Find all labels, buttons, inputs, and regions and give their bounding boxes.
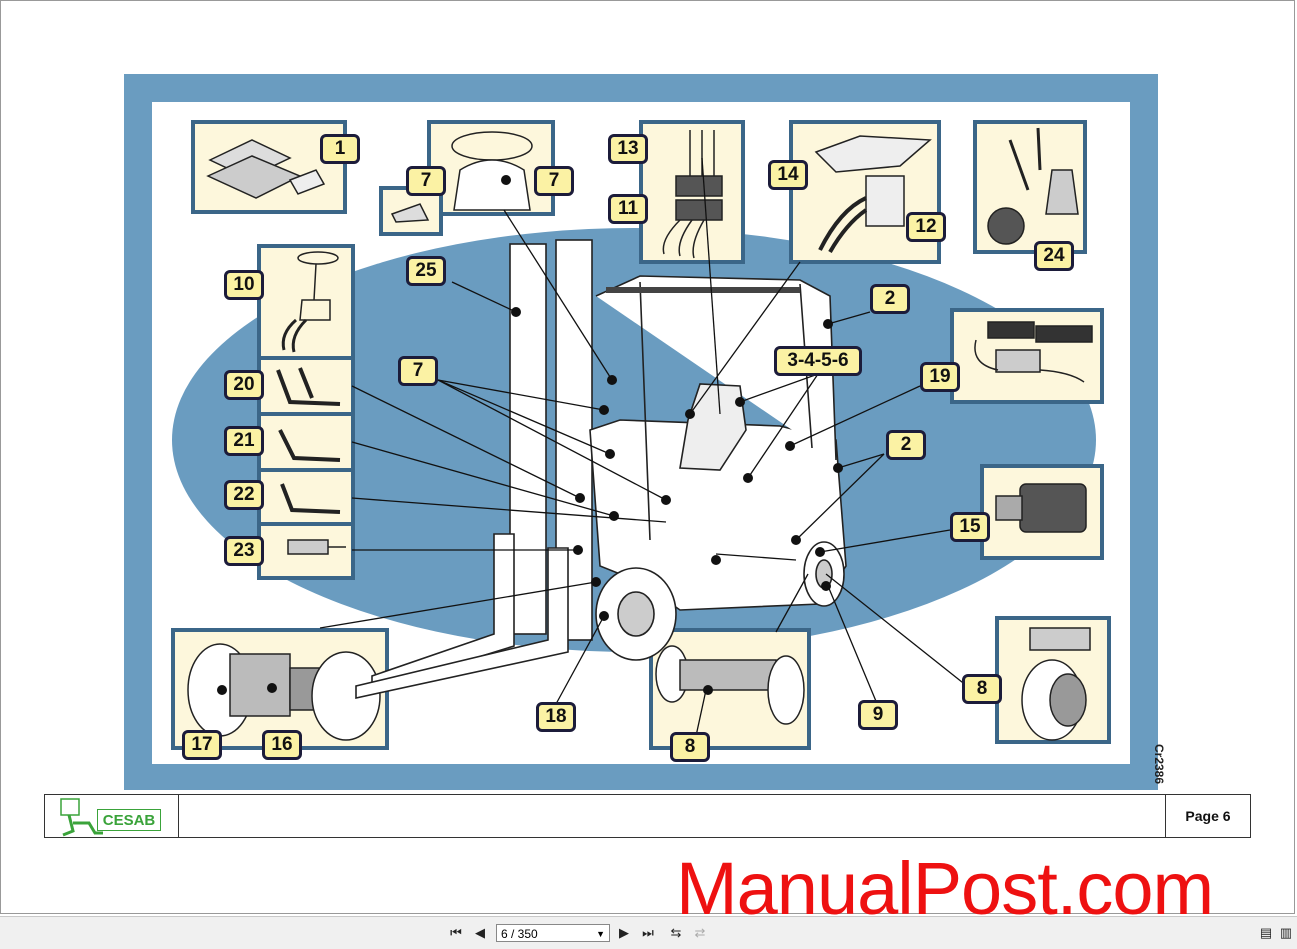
panel-steering-column (257, 244, 355, 360)
callout-1: 1 (320, 134, 360, 164)
callout-2: 2 (870, 284, 910, 314)
callout-9: 9 (858, 700, 898, 730)
page-frame (0, 0, 1295, 914)
pdf-toolbar: ⏮ ◀ 6 / 350 ▼ ▶ ⏭ ⇆ ⇄ ▤ ▥ (0, 916, 1297, 949)
callout-15: 15 (950, 512, 990, 542)
chevron-down-icon: ▼ (596, 929, 605, 939)
callout-8: 8 (670, 732, 710, 762)
callout-17: 17 (182, 730, 222, 760)
last-page-icon[interactable]: ⏭ (642, 925, 654, 940)
next-page-icon[interactable]: ▶ (619, 925, 629, 940)
callout-21: 21 (224, 426, 264, 456)
forward-view-icon[interactable]: ⇄ (694, 925, 706, 940)
page-selector[interactable]: 6 / 350 ▼ (496, 924, 610, 942)
mast-left (509, 243, 547, 635)
callout-8: 8 (962, 674, 1002, 704)
callout-10: 10 (224, 270, 264, 300)
callout-12: 12 (906, 212, 946, 242)
brand-name: CESAB (97, 809, 161, 831)
watermark: ManualPost.com (676, 847, 1214, 930)
callout-24: 24 (1034, 241, 1074, 271)
back-view-icon[interactable]: ⇆ (670, 925, 682, 940)
callout-3-4-5-6: 3-4-5-6 (774, 346, 862, 376)
panel-manuals (191, 120, 347, 214)
prev-page-icon[interactable]: ◀ (475, 925, 485, 940)
figure-code-text: Cr2386 (1152, 744, 1166, 785)
callout-7: 7 (406, 166, 446, 196)
callout-18: 18 (536, 702, 576, 732)
callout-7: 7 (398, 356, 438, 386)
callout-20: 20 (224, 370, 264, 400)
page-selector-value: 6 / 350 (501, 927, 538, 941)
callout-16: 16 (262, 730, 302, 760)
callout-22: 22 (224, 480, 264, 510)
callout-23: 23 (224, 536, 264, 566)
callout-2: 2 (886, 430, 926, 460)
forklift-logo-icon (60, 798, 103, 837)
callout-25: 25 (406, 256, 446, 286)
callout-19: 19 (920, 362, 960, 392)
footer-bar: CESAB Page 6 (44, 794, 1251, 838)
page-number: Page 6 (1165, 795, 1250, 837)
callout-14: 14 (768, 160, 808, 190)
figure-code: Cr2386 (1150, 742, 1180, 792)
first-page-icon[interactable]: ⏮ (450, 925, 462, 940)
callout-13: 13 (608, 134, 648, 164)
two-page-icon[interactable]: ▥ (1279, 925, 1293, 940)
panel-pedal-22 (257, 468, 355, 526)
callout-11: 11 (608, 194, 648, 224)
brand-logo: CESAB (45, 795, 179, 837)
callout-7: 7 (534, 166, 574, 196)
single-page-icon[interactable]: ▤ (1259, 925, 1273, 940)
